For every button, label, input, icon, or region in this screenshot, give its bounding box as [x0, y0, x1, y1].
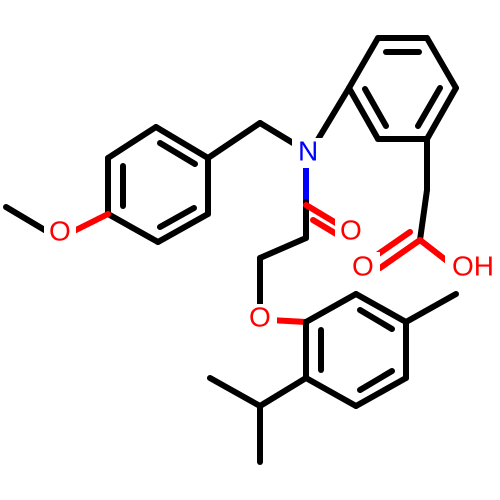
benzoic-ring-bond-lower-left-inner [362, 86, 389, 129]
methoxyphenyl-ring-bond-lower-right-inner [157, 205, 197, 230]
methoxyphenyl-ring-bond-upper-left [105, 124, 159, 161]
methoxy-methyl-bond [3, 204, 51, 235]
atom-label-group: N O O O OH O [44, 135, 495, 334]
n-label-background [292, 138, 324, 168]
bonds-group [3, 35, 459, 465]
n-benzyl-bond [257, 120, 301, 149]
amide-carbonyl-bond-outer [303, 202, 339, 226]
benzoic-ring-bond-lower-right [424, 85, 459, 142]
methoxy-o-ring-bond [69, 211, 111, 235]
methoxyphenyl-ring-bond-top [153, 124, 211, 161]
thymol-ring-bond-top-left [303, 291, 359, 325]
thymol-ring-bond-bottom-left [303, 375, 359, 409]
methoxy-o-label: O [49, 215, 71, 246]
methoxyphenyl-ring-bond-lower-right [155, 211, 211, 245]
ether-o-label: O [249, 301, 271, 332]
acid-carbonyl-o-label-background [348, 252, 380, 282]
n-aryl-bond [311, 85, 352, 149]
benzoic-ring-bond-upper-right [424, 35, 459, 91]
benzylic-ring-bond [205, 120, 263, 161]
methoxyphenyl-ring-bond-lower-left [105, 211, 161, 245]
thymol-ring-bond-top-right-inner [357, 307, 395, 332]
ether-o-label-background [245, 304, 277, 334]
amide-carbonyl-o-label-background [335, 216, 367, 246]
acid-carbon-bond [417, 187, 430, 243]
amide-carbonyl-bond-inner [310, 217, 341, 238]
methoxy-o-label-background [44, 218, 76, 248]
thymol-ring-bond-top-right [353, 291, 409, 325]
benzoic-ring-bond-lower-left [346, 85, 381, 142]
amide-ch2-bond [257, 235, 309, 261]
n-label: N [298, 135, 318, 166]
acid-hydroxyl-label-background [445, 252, 495, 282]
acid-hydroxyl-label: OH [452, 250, 494, 281]
thymol-methyl-bond [403, 291, 459, 325]
amide-carbonyl-o-label: O [340, 214, 362, 245]
isopropyl-left-methyl-bond [207, 375, 263, 409]
acid-carbonyl-bond-outer [377, 237, 423, 271]
thymol-ring-bond-bottom-right-inner [357, 368, 395, 393]
isopropyl-attachment-bond [257, 375, 309, 409]
benzoic-ring-bond-upper-left [346, 35, 381, 91]
methoxyphenyl-ring-bond-top-inner [157, 140, 198, 167]
benzoic-ring-bond-lower-right-inner [415, 85, 443, 129]
acid-carbonyl-o-label: O [352, 250, 374, 281]
thymol-ring-bond-bottom-right [353, 375, 409, 409]
